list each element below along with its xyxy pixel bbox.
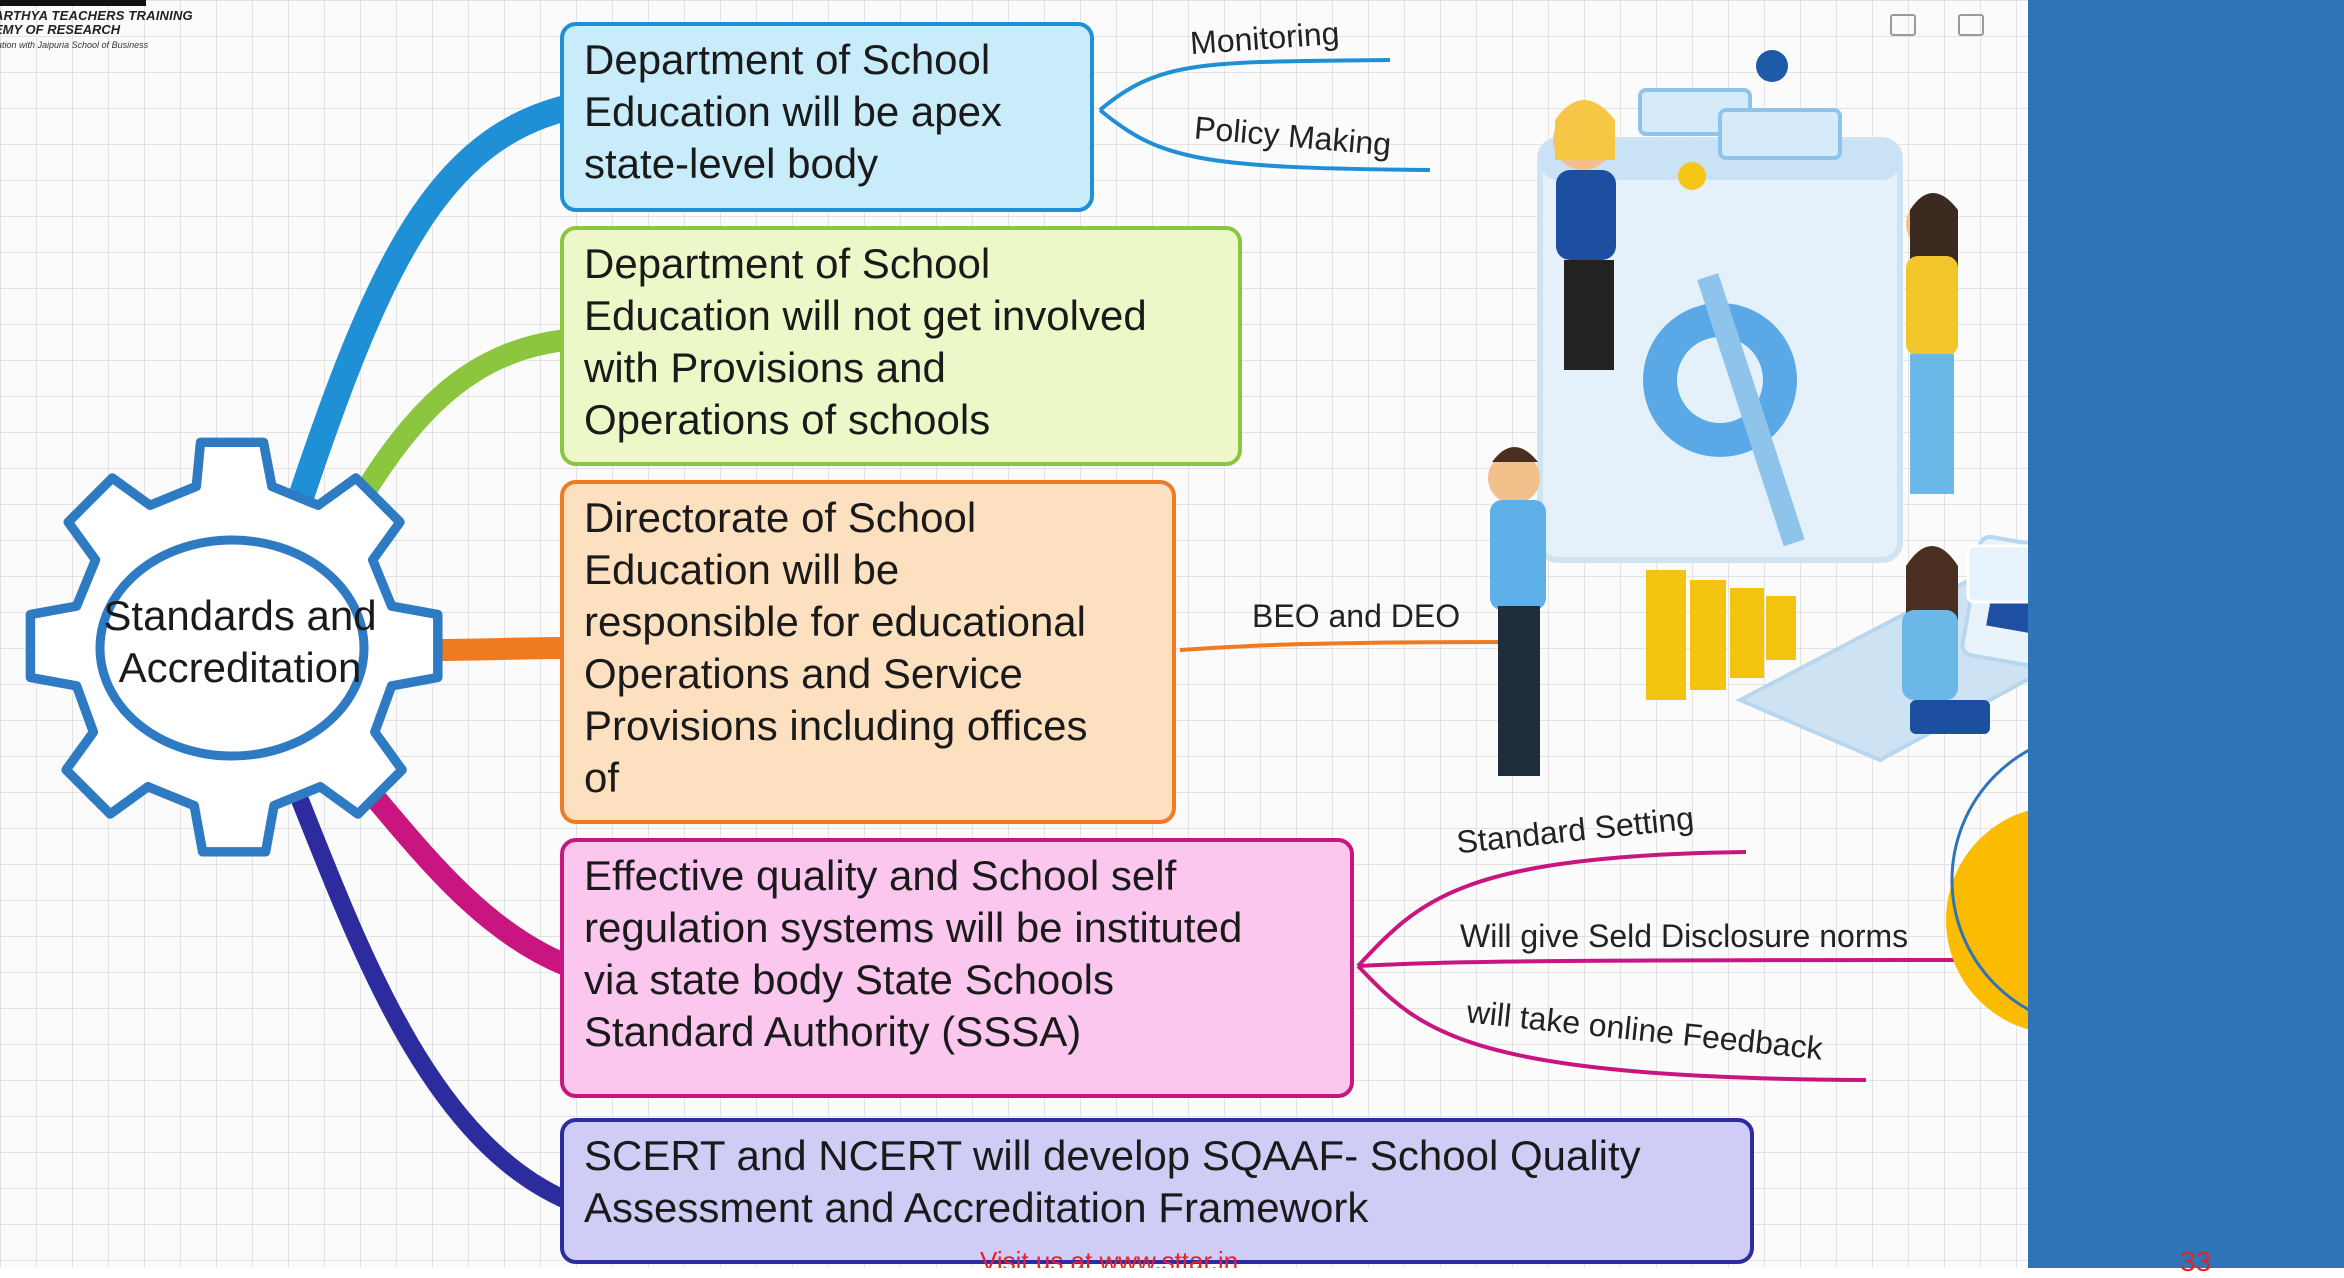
logo-line-2: EMY OF RESEARCH <box>0 22 121 37</box>
branch-node-5: SCERT and NCERT will develop SQAAF- Scho… <box>560 1118 1754 1264</box>
connector-branch-4 <box>349 769 577 976</box>
leaf-beo-deo: BEO and DEO <box>1252 598 1461 634</box>
leaf-line-beo <box>1179 640 1511 652</box>
gear-icon <box>25 437 443 857</box>
page-number: 33 <box>2180 1246 2212 1277</box>
connector-branch-3 <box>419 637 577 661</box>
branch-node-1: Department of School Education will be a… <box>560 22 1094 212</box>
side-decor-panel: 33 <box>2028 0 2344 1277</box>
leaf-line-policy <box>1098 108 1431 172</box>
connector-branch-2 <box>349 329 577 511</box>
connector-branch-5 <box>291 791 575 1209</box>
footer-website-link[interactable]: Visit us at www.sttar.in <box>980 1246 1239 1268</box>
fullscreen-icon[interactable] <box>1890 14 1916 36</box>
leaf-line-standard <box>1356 850 1747 968</box>
brand-logo: ARTHYA TEACHERS TRAINING EMY OF RESEARCH… <box>0 0 200 58</box>
central-topic: Standards and Accreditation <box>103 592 377 691</box>
leaf-line-disclosure <box>1357 958 1957 968</box>
logo-line-3: ration with Jaipuria School of Business <box>0 40 149 50</box>
logo-line-1: ARTHYA TEACHERS TRAINING <box>0 8 193 23</box>
connector-branch-1 <box>287 95 579 513</box>
logo-bar <box>0 0 146 6</box>
branch-node-3: Directorate of School Education will be … <box>560 480 1176 824</box>
leaf-line-monitoring <box>1098 58 1391 112</box>
leaf-self-disclosure: Will give Seld Disclosure norms <box>1460 918 1909 954</box>
branch-node-4: Effective quality and School self regula… <box>560 838 1354 1098</box>
mindmap-canvas: ARTHYA TEACHERS TRAINING EMY OF RESEARCH… <box>0 0 2028 1268</box>
connector-lines <box>25 50 2028 1209</box>
team-illustration <box>1488 50 2028 1030</box>
branch-node-2: Department of School Education will not … <box>560 226 1242 466</box>
leaf-line-feedback <box>1356 964 1867 1082</box>
restore-icon[interactable] <box>1958 14 1984 36</box>
